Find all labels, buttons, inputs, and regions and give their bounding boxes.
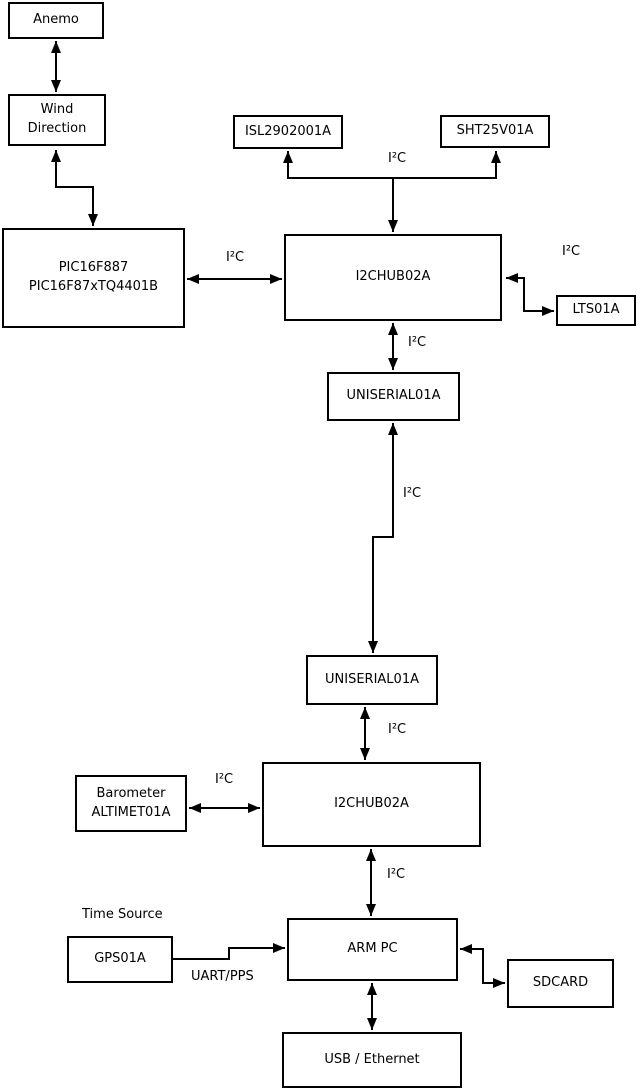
node-usb-ethernet: USB / Ethernet — [282, 1032, 462, 1088]
edge-hub1-lts — [506, 273, 554, 316]
node-uniserial-top: UNISERIAL01A — [327, 372, 460, 421]
node-uniserial-bottom: UNISERIAL01A — [306, 655, 438, 705]
node-label: USB / Ethernet — [324, 1051, 420, 1067]
label-i2c-pic-hub: I²C — [226, 250, 245, 265]
label-time-source: Time Source — [82, 907, 163, 922]
node-label: LTS01A — [572, 302, 620, 318]
node-label: Barometer — [96, 785, 166, 801]
edge-armpc-sdcard — [460, 944, 505, 988]
node-label: UNISERIAL01A — [346, 388, 441, 404]
label-i2c-barometer-hub2: I²C — [215, 772, 234, 787]
node-i2chub-bottom: I2CHUB02A — [262, 762, 481, 847]
node-label: Direction — [27, 121, 87, 136]
label-i2c-hub-uniserial: I²C — [408, 335, 427, 350]
node-arm-pc: ARM PC — [287, 918, 458, 981]
node-label: I2CHUB02A — [334, 796, 409, 812]
node-label: GPS01A — [94, 951, 146, 967]
node-label: SDCARD — [532, 975, 589, 991]
node-label: UNISERIAL01A — [325, 671, 419, 687]
label-i2c-hub-lts: I²C — [562, 244, 581, 259]
node-label: Wind — [40, 102, 74, 118]
node-lts01a: LTS01A — [556, 295, 636, 326]
label-i2c-hub2-armpc: I²C — [387, 867, 406, 882]
node-sht25v01a: SHT25V01A — [440, 115, 550, 148]
node-label: ALTIMET01A — [91, 804, 171, 820]
node-label: I2CHUB02A — [355, 269, 431, 285]
node-barometer: Barometer ALTIMET01A — [75, 775, 187, 832]
edge-gps-armpc — [173, 943, 285, 960]
node-isl2902001a: ISL2902001A — [233, 115, 343, 149]
node-anemo: Anemo — [8, 2, 104, 39]
node-i2chub-top: I2CHUB02A — [284, 234, 502, 321]
node-label: ISL2902001A — [244, 123, 332, 139]
node-wind-direction: Wind Direction — [8, 94, 106, 146]
label-i2c-uniserial-hub2: I²C — [388, 722, 407, 737]
node-label: PIC16F887 — [58, 260, 129, 276]
edge-uniserial-top-bottom — [368, 423, 398, 653]
node-label: ARM PC — [347, 941, 398, 957]
node-label: PIC16F87xTQ4401B — [28, 279, 159, 294]
label-uart-pps: UART/PPS — [191, 969, 254, 984]
node-pic16f887: PIC16F887 PIC16F87xTQ4401B — [2, 228, 185, 328]
label-i2c-sensors-top: I²C — [388, 151, 407, 166]
node-sdcard: SDCARD — [507, 959, 614, 1008]
node-gps01a: GPS01A — [67, 936, 173, 983]
edge-wind-pic — [51, 150, 98, 226]
node-label: Anemo — [33, 12, 79, 28]
node-label: SHT25V01A — [456, 123, 534, 139]
label-i2c-uniserial-link: I²C — [403, 486, 422, 501]
